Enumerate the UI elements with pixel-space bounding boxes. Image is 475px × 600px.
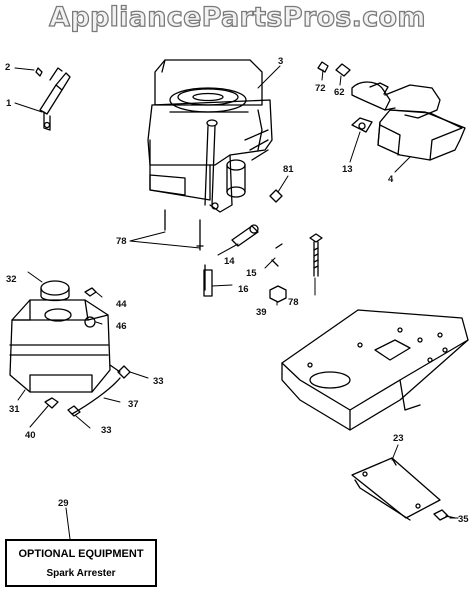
callout-14: 14: [224, 256, 235, 267]
screw-part: [203, 269, 213, 297]
callout-35: 35: [458, 514, 469, 525]
callout-15: 15: [246, 268, 257, 279]
callout-40: 40: [25, 430, 36, 441]
spark-arrester-label: Spark Arrester: [46, 568, 116, 579]
callout-78-left: 78: [116, 236, 127, 247]
spacer-part: [231, 224, 283, 267]
callout-78-right: 78: [288, 297, 299, 308]
callout-33-bottom: 33: [101, 425, 112, 436]
watermark-text: AppliancePartsPros.com: [49, 1, 427, 33]
callout-16: 16: [238, 284, 249, 295]
bolt-right-part: [309, 233, 323, 277]
callout-23: 23: [393, 433, 404, 444]
throttle-control-part: [35, 67, 71, 131]
callout-62: 62: [334, 87, 345, 98]
callout-4: 4: [388, 174, 394, 185]
callout-81: 81: [283, 164, 294, 175]
callout-3: 3: [278, 56, 283, 67]
fuel-tank-part: [9, 280, 131, 417]
callout-37: 37: [128, 399, 139, 410]
callout-13: 13: [342, 164, 353, 175]
engine-part: [147, 59, 273, 213]
studs-part: [164, 209, 206, 291]
callout-1: 1: [6, 98, 12, 109]
optional-equipment-box: OPTIONAL EQUIPMENT Spark Arrester: [5, 539, 157, 587]
callout-2: 2: [5, 62, 10, 73]
callout-labels: 2 1 3 72 62 13 4 81 78 14 15 16 39 78 32…: [5, 56, 469, 525]
bolt-part: [269, 189, 283, 203]
muffler-part: [317, 61, 466, 161]
callout-44: 44: [116, 299, 127, 310]
callout-31: 31: [9, 404, 20, 415]
bracket-part: [351, 457, 441, 521]
callout-33-top: 33: [153, 376, 164, 387]
leader-lines: [14, 65, 459, 540]
callout-72: 72: [315, 83, 326, 94]
callout-46: 46: [116, 321, 127, 332]
optional-equipment-title: OPTIONAL EQUIPMENT: [18, 548, 144, 560]
mounting-plate-part: [281, 309, 469, 431]
callout-29: 29: [58, 498, 69, 509]
callout-32: 32: [6, 274, 17, 285]
callout-39: 39: [256, 307, 267, 318]
nut-part: [269, 285, 287, 303]
